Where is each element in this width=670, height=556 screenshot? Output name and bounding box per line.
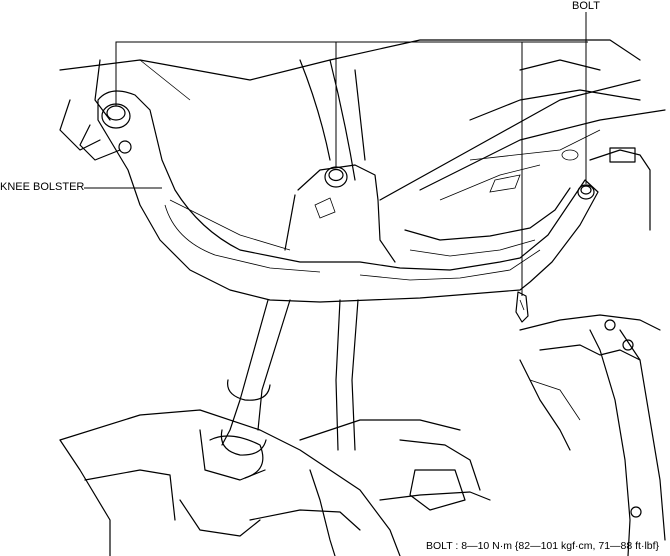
- lower-floor-and-pedals: [59, 409, 491, 556]
- bolt-right: [577, 184, 595, 200]
- lower-right-bracket: [519, 314, 666, 556]
- bolt-label: BOLT: [572, 0, 600, 12]
- dash-structure: [59, 39, 666, 231]
- knee-bolster-label: KNEE BOLSTER: [0, 181, 85, 193]
- torque-spec-name: BOLT: [426, 540, 453, 552]
- knee-bolster-panel: [97, 90, 599, 303]
- clip: [515, 291, 529, 323]
- steering-column: [220, 299, 359, 456]
- bolt-left: [101, 103, 131, 129]
- torque-spec-value: : 8—10 N·m {82—101 kgf·cm, 71—88 ft·lbf}: [455, 540, 660, 552]
- bolt-center: [324, 166, 348, 188]
- bolt-callout-lines: [115, 12, 588, 296]
- torque-spec: BOLT : 8—10 N·m {82—101 kgf·cm, 71—88 ft…: [426, 540, 659, 552]
